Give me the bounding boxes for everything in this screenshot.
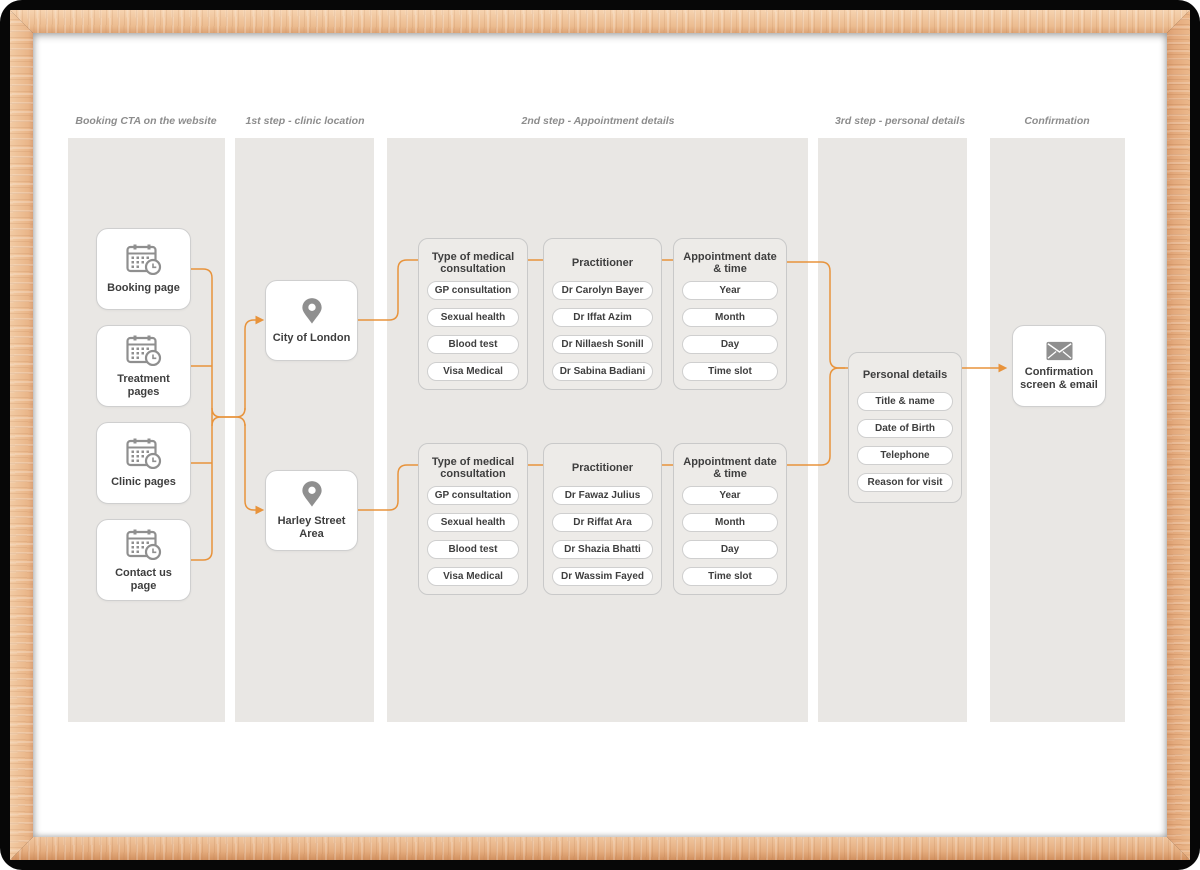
cta-card-treatment-pages: Treatment pages: [96, 325, 191, 407]
option-pill: Year: [682, 281, 778, 300]
confirmation-card: Confirmation screen & email: [1012, 325, 1106, 407]
cta-card-label: Contact us page: [115, 566, 172, 592]
option-pill: Month: [682, 513, 778, 532]
option-pill: Sexual health: [427, 513, 519, 532]
panel-title: Appointment date & time: [683, 455, 777, 481]
wood-frame-top: [10, 10, 1190, 33]
option-pill: Reason for visit: [857, 473, 953, 492]
option-pill: Blood test: [427, 335, 519, 354]
option-pill: Time slot: [682, 567, 778, 586]
connector-datetime2-to-personal: [787, 367, 845, 466]
option-pill: GP consultation: [427, 486, 519, 505]
option-pill: Sexual health: [427, 308, 519, 327]
cta-card-booking-page: Booking page: [96, 228, 191, 310]
option-pill: Dr Iffat Azim: [552, 308, 653, 327]
panel-title: Practitioner: [571, 256, 634, 269]
option-pill: Dr Riffat Ara: [552, 513, 653, 532]
column-bg-confirmation: [990, 138, 1125, 722]
option-pill: Month: [682, 308, 778, 327]
option-pill: Dr Shazia Bhatti: [552, 540, 653, 559]
consultation-panel-row2: Type of medical consultation GP consulta…: [418, 443, 528, 595]
calendar-clock-icon: [125, 244, 161, 275]
option-pill: Dr Carolyn Bayer: [552, 281, 653, 300]
option-pill: Visa Medical: [427, 567, 519, 586]
option-pill: Dr Sabina Badiani: [552, 362, 653, 381]
wood-frame-bottom: [10, 837, 1190, 860]
panel-title: Practitioner: [571, 461, 634, 474]
wood-frame-left: [10, 10, 33, 860]
map-pin-icon: [301, 297, 322, 324]
column-bg-clinic-location: [235, 138, 374, 722]
column-header-appointment-details: 2nd step - Appointment details: [521, 115, 675, 127]
cta-card-contact-us-page: Contact us page: [96, 519, 191, 601]
panel-title: Personal details: [862, 368, 948, 381]
envelope-icon: [1045, 341, 1073, 360]
connector-city-to-consultation: [358, 255, 434, 321]
option-pill: Dr Wassim Fayed: [552, 567, 653, 586]
cta-card-label: Booking page: [107, 282, 180, 294]
location-card-harley-street-area: Harley Street Area: [265, 470, 358, 551]
option-pill: Title & name: [857, 392, 953, 411]
option-pill: Date of Birth: [857, 419, 953, 438]
cta-card-label: Clinic pages: [111, 476, 176, 488]
option-list: Dr Fawaz Julius Dr Riffat Ara Dr Shazia Bh…: [552, 486, 653, 586]
wood-frame-right: [1167, 10, 1190, 860]
panel-title: Appointment date & time: [683, 250, 777, 276]
connector-cross-up: [211, 407, 246, 418]
connector-to-harley: [244, 424, 265, 515]
option-pill: Time slot: [682, 362, 778, 381]
location-card-label: Harley Street Area: [277, 515, 346, 540]
column-header-personal-details: 3rd step - personal details: [834, 115, 966, 127]
connector-cta-bracket: [191, 268, 213, 561]
connector-datetime1-to-personal: [787, 261, 859, 373]
practitioner-panel-row1: Practitioner Dr Carolyn Bayer Dr Iffat Az…: [543, 238, 662, 390]
location-card-label: City of London: [272, 331, 351, 344]
map-pin-icon: [301, 481, 322, 507]
column-bg-appointment-details: [387, 138, 808, 722]
option-pill: Dr Nillaesh Sonill: [552, 335, 653, 354]
calendar-clock-icon: [125, 529, 161, 560]
column-header-confirmation: Confirmation: [1024, 115, 1090, 127]
option-pill: Visa Medical: [427, 362, 519, 381]
practitioner-panel-row2: Practitioner Dr Fawaz Julius Dr Riffat Ar…: [543, 443, 662, 595]
location-card-city-of-london: City of London: [265, 280, 358, 361]
panel-title: Type of medical consultation: [431, 250, 515, 276]
panel-title: Type of medical consultation: [431, 455, 515, 481]
option-pill: Day: [682, 540, 778, 559]
column-header-booking-cta: Booking CTA on the website: [75, 115, 217, 127]
cta-card-clinic-pages: Clinic pages: [96, 422, 191, 504]
option-pill: Day: [682, 335, 778, 354]
column-header-clinic-location: 1st step - clinic location: [245, 115, 365, 127]
calendar-clock-icon: [125, 335, 161, 366]
connector-harley-to-consultation: [358, 460, 434, 511]
option-pill: Telephone: [857, 446, 953, 465]
option-pill: GP consultation: [427, 281, 519, 300]
option-list: Dr Carolyn Bayer Dr Iffat Azim Dr Nillaesh…: [552, 281, 653, 381]
connector-to-city: [244, 315, 265, 410]
option-pill: Year: [682, 486, 778, 505]
calendar-clock-icon: [125, 438, 161, 469]
option-pill: Dr Fawaz Julius: [552, 486, 653, 505]
consultation-panel-row1: Type of medical consultation GP consulta…: [418, 238, 528, 390]
confirmation-card-label: Confirmation screen & email: [1020, 365, 1098, 391]
connector-cross-down: [211, 416, 246, 427]
cta-card-label: Treatment pages: [117, 372, 170, 398]
option-pill: Blood test: [427, 540, 519, 559]
